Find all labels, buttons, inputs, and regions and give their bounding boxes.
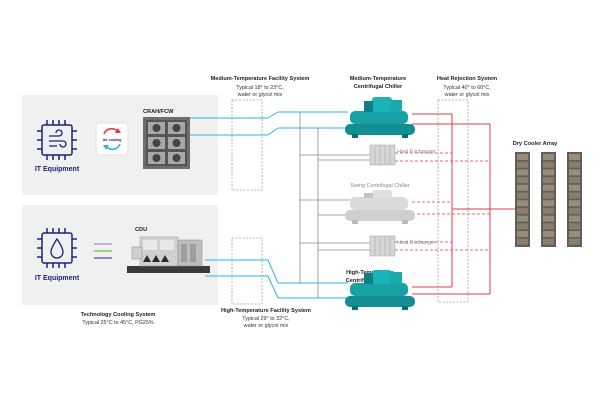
swing-chiller-label: Swing Centrifugal Chiller: [350, 183, 409, 189]
it-equipment-top-label: IT Equipment: [35, 166, 80, 173]
heat-exchanger-bottom: [369, 235, 396, 257]
cdu-label: CDU: [135, 227, 147, 233]
dry-cooler-array: [515, 152, 582, 247]
dry-cooler-column: [567, 152, 582, 247]
swing-chiller-unit: [345, 190, 415, 224]
mt-chiller-unit: [345, 97, 415, 138]
heat-exchanger-top: [369, 144, 396, 166]
cdu-unit: [127, 236, 210, 273]
air-cooling-icon: [95, 122, 129, 156]
crah-label: CRAH/FCW: [143, 109, 174, 115]
heat-rejection-piping: [412, 113, 515, 295]
liquid-connector-icon: [94, 243, 112, 259]
dry-cooler-column: [541, 152, 556, 247]
hrs-line1: Typical 40° to 60°C,: [443, 85, 491, 91]
interconnect-piping: [299, 112, 370, 298]
chilled-water-piping: [190, 111, 348, 299]
crah-fcw-unit: [143, 117, 190, 169]
hrs-title: Heat Rejection System: [437, 76, 497, 82]
heat-rejection-piping-dashed: [395, 152, 490, 251]
it-equipment-chip-icon: [37, 120, 77, 160]
air-cooling-label: Air cooling: [103, 138, 122, 142]
mt-facility-box: [231, 99, 263, 191]
ht-facility-line1: Typical 29° to 32°C,: [242, 316, 290, 322]
heat-exchanger-top-label: Heat Exchanger: [397, 149, 436, 155]
heat-exchanger-bottom-label: Heat Exchanger: [397, 240, 436, 246]
mt-facility-line2: water or glycol mix: [237, 92, 283, 98]
hrs-line2: water or glycol mix: [444, 92, 490, 98]
heat-rejection-box: [437, 99, 469, 303]
ht-chiller-unit: [345, 270, 415, 310]
mt-chiller-line1: Medium-Temperature: [350, 76, 406, 82]
tcs-subtitle: Typical 25°C to 45°C, PG25%: [82, 320, 154, 326]
ht-facility-line2: water or glycol mix: [243, 323, 289, 329]
mt-facility-title: Medium-Temperature Facility System: [211, 76, 310, 82]
tcs-title: Technology Cooling System: [81, 312, 156, 318]
dry-cooler-label: Dry Cooler Array: [513, 141, 558, 147]
mt-facility-line1: Typical 18° to 23°C,: [236, 85, 284, 91]
it-equipment-liquid-chip-icon: [37, 228, 77, 268]
mt-chiller-line2: Centrifugal Chiller: [354, 84, 403, 90]
ht-facility-box: [231, 237, 263, 305]
dry-cooler-column: [515, 152, 530, 247]
ht-facility-title: High-Temperature Facility System: [221, 308, 311, 314]
it-equipment-bottom-label: IT Equipment: [35, 275, 80, 282]
